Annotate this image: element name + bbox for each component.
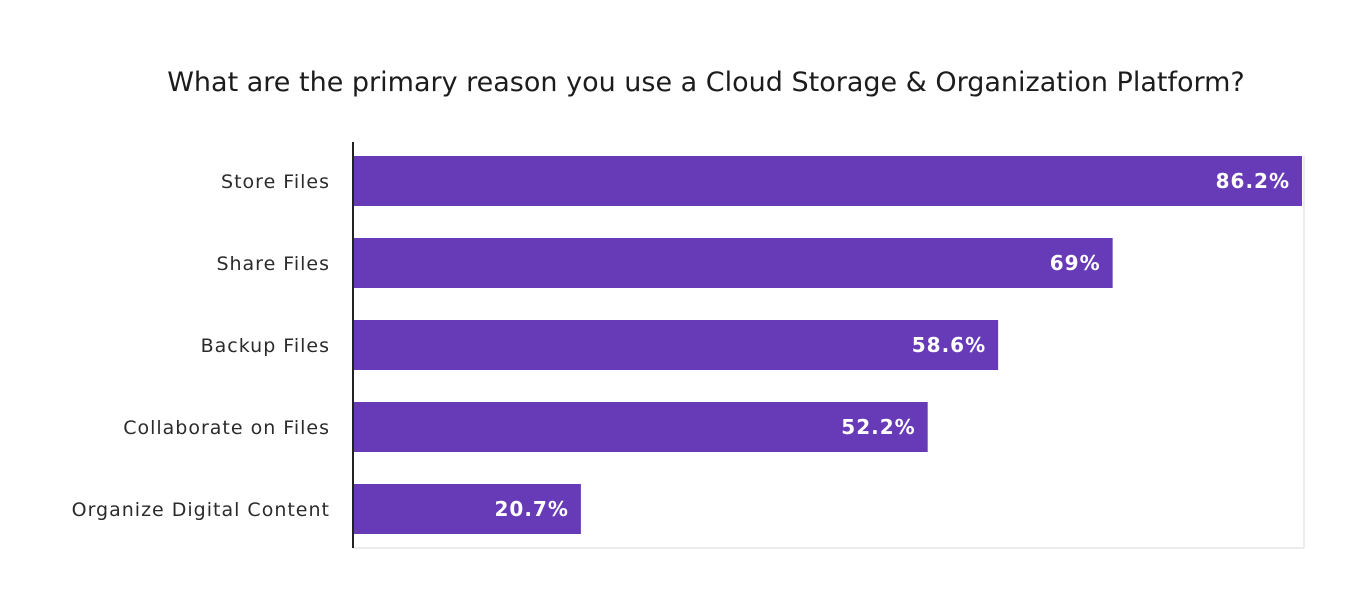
bar <box>353 156 1302 206</box>
value-label: 69% <box>1050 251 1101 275</box>
chart-title: What are the primary reason you use a Cl… <box>167 67 1245 98</box>
category-label: Backup Files <box>201 335 330 357</box>
category-label: Store Files <box>221 171 330 193</box>
value-label: 20.7% <box>495 497 569 521</box>
bar <box>353 238 1113 288</box>
value-label: 58.6% <box>912 333 986 357</box>
value-label: 86.2% <box>1216 169 1290 193</box>
category-label: Organize Digital Content <box>72 499 330 521</box>
plot-area: Store Files 86.2% Share Files 69% Backup Fil… <box>72 142 1305 549</box>
bar <box>353 402 928 452</box>
bar <box>353 484 581 534</box>
bar <box>353 320 999 370</box>
category-label: Collaborate on Files <box>123 417 330 439</box>
value-label: 52.2% <box>841 415 915 439</box>
category-label: Share Files <box>216 253 330 275</box>
